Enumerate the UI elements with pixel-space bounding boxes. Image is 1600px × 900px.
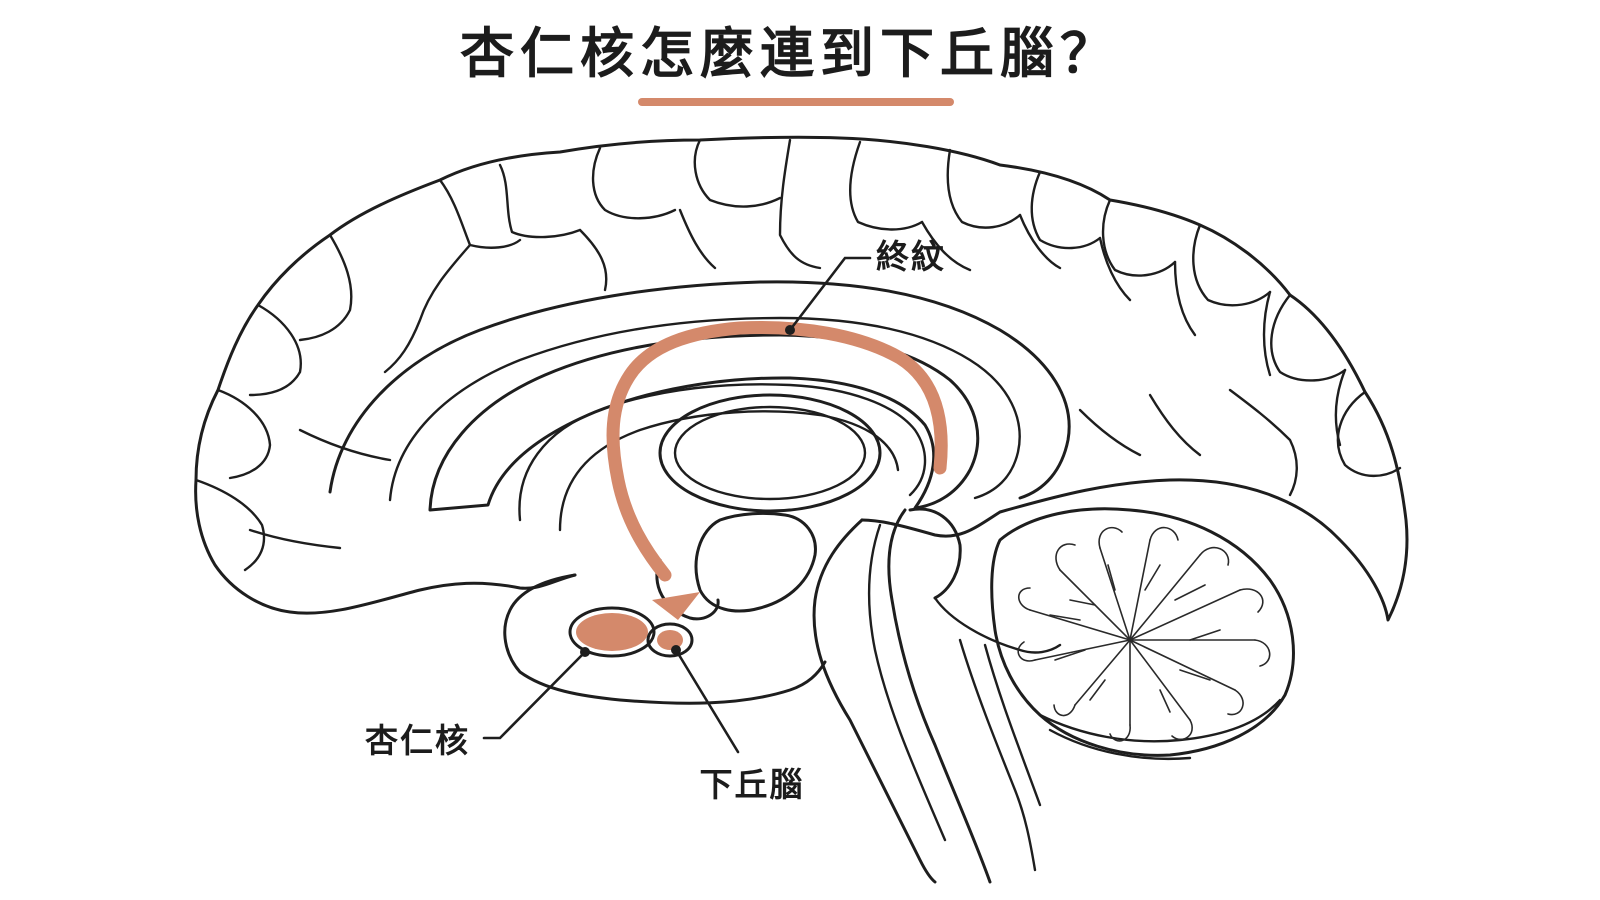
cingulate-inner: [388, 316, 1021, 502]
hypothalamus-leader: [674, 648, 740, 754]
cerebral-gyri: [194, 138, 1402, 572]
medulla-line-2: [983, 643, 1042, 807]
amygdala-leader: [482, 650, 587, 740]
title-underline: [638, 98, 954, 106]
label-hypothalamus: 下丘腦: [700, 765, 805, 804]
amygdala-outline: [568, 606, 656, 658]
amygdala: [576, 613, 648, 651]
cerebrum-outline: [194, 135, 1409, 622]
corpus-callosum: [428, 333, 980, 512]
brainstem-posterior: [887, 508, 992, 884]
hypothalamus: [657, 630, 683, 650]
thalamus: [658, 393, 882, 513]
pons-bulge: [908, 507, 962, 600]
arbor-vitae: [1017, 526, 1271, 742]
cerebellum-outline: [990, 507, 1295, 757]
label-amygdala: 杏仁核: [365, 721, 470, 760]
thalamus-inner: [673, 405, 867, 501]
hypothalamic-region: [655, 558, 720, 621]
page-title: 杏仁核怎麼連到下丘腦？: [460, 22, 1120, 85]
cingulate-gyrus: [328, 280, 1071, 500]
cerebellum-lobe-line-2: [1048, 728, 1192, 761]
stria-terminalis-leader: [788, 256, 872, 332]
medulla-line: [958, 638, 1037, 872]
amygdala-leader-dot: [580, 647, 590, 657]
brainstem-midline: [867, 523, 947, 842]
midbrain-structure: [694, 511, 817, 613]
fourth-ventricle: [933, 596, 1062, 654]
stria-terminalis-leader-dot: [785, 325, 795, 335]
temporal-lobe-outline: [503, 573, 827, 705]
fornix: [518, 383, 927, 522]
stria-terminalis-pathway: [606, 321, 948, 582]
hypothalamus-outline: [646, 622, 694, 658]
brainstem: [812, 518, 937, 884]
hypothalamus-leader-dot: [671, 645, 681, 655]
label-stria-terminalis: 終紋: [876, 237, 946, 276]
pathway-arrowhead: [652, 592, 700, 620]
